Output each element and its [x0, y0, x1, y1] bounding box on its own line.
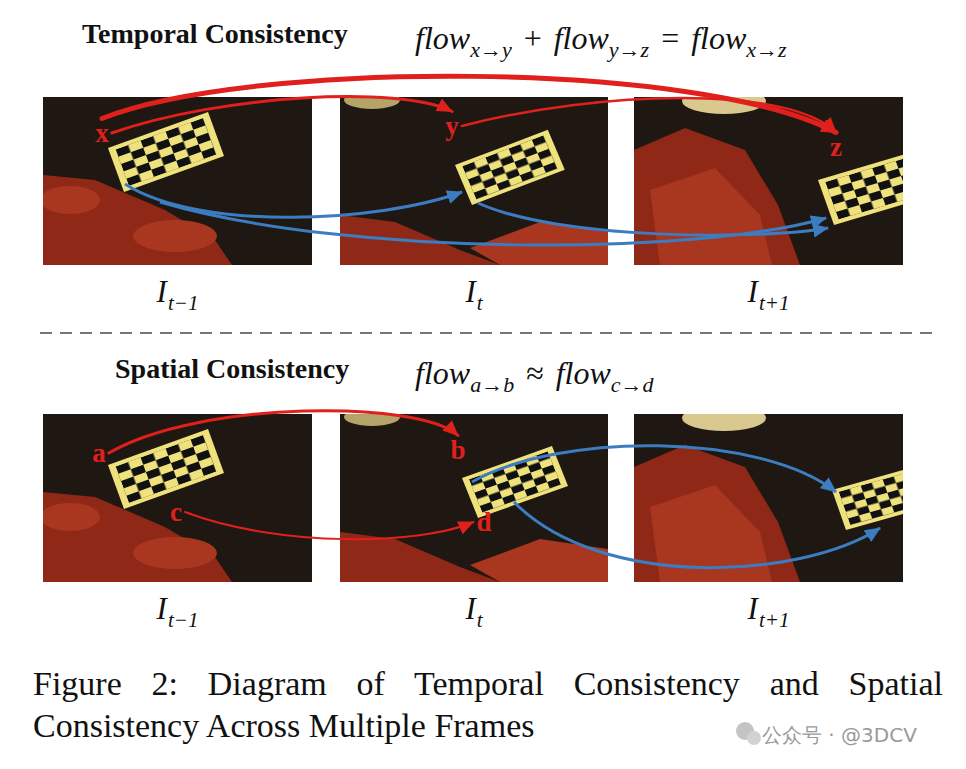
- frame-panel: It−1x: [43, 97, 312, 265]
- section-heading: Temporal Consistency: [82, 18, 348, 50]
- frame-photo: [43, 97, 312, 265]
- point-letter: x: [95, 118, 109, 148]
- frame-panel: Itbd: [340, 414, 608, 582]
- frame-photo: [43, 414, 312, 582]
- point-marker: d: [474, 509, 493, 536]
- formula: flowx→y+flowy→z=flowx→z: [415, 20, 787, 57]
- formula-operator: =: [661, 20, 679, 56]
- flow-arrow: [185, 512, 474, 539]
- flow-arrow: [102, 76, 836, 132]
- frame-label: It+1: [634, 591, 903, 627]
- point-letter: c: [170, 497, 182, 527]
- frame-index: t−1: [168, 291, 199, 315]
- flow-symbol: flow: [415, 20, 470, 56]
- frame-label: It: [340, 274, 608, 310]
- frame-symbol: I: [465, 591, 475, 626]
- formula-operator: ≈: [526, 355, 544, 391]
- frame-label: It−1: [43, 274, 312, 310]
- formula: flowa→b≈flowc→d: [415, 355, 654, 392]
- point-marker: b: [448, 437, 467, 464]
- frame-index: t+1: [759, 291, 790, 315]
- watermark-icon: [736, 722, 761, 745]
- frame-symbol: I: [465, 274, 475, 309]
- flow-subscript: c→d: [611, 372, 654, 397]
- checkerboard: [832, 465, 903, 530]
- flow-symbol: flow: [556, 355, 611, 391]
- point-marker: c: [168, 499, 184, 526]
- flow-symbol: flow: [554, 20, 609, 56]
- flow-arrow: [462, 98, 836, 133]
- point-marker: x: [93, 120, 111, 147]
- flow-subscript: y→z: [609, 37, 649, 62]
- flow-symbol: flow: [691, 20, 746, 56]
- checkerboard: [455, 130, 565, 205]
- frame-label: It+1: [634, 274, 903, 310]
- frame-symbol: I: [157, 274, 167, 309]
- frame-index: t−1: [168, 608, 199, 632]
- point-letter: b: [450, 435, 465, 465]
- figure-caption: Figure 2: Diagram of Temporal Consistenc…: [33, 663, 943, 747]
- frame-symbol: I: [748, 274, 758, 309]
- frame-label: It−1: [43, 591, 312, 627]
- checkerboard: [818, 152, 903, 225]
- formula-operator: +: [524, 20, 542, 56]
- point-letter: y: [445, 111, 459, 141]
- frame-panel: It+1z: [634, 97, 903, 265]
- frame-label: It: [340, 591, 608, 627]
- dashed-separator: [40, 332, 935, 334]
- frame-symbol: I: [748, 591, 758, 626]
- watermark: 公众号 · @3DCV: [762, 722, 917, 749]
- point-marker: y: [443, 113, 461, 140]
- frame-symbol: I: [157, 591, 167, 626]
- frame-index: t: [477, 291, 483, 315]
- section-heading: Spatial Consistency: [115, 353, 349, 385]
- frame-panel: It+1: [634, 414, 903, 582]
- flow-arrow: [109, 411, 458, 453]
- frame-photo: [634, 414, 903, 582]
- point-marker: a: [90, 440, 108, 467]
- point-letter: z: [830, 132, 842, 162]
- frame-panel: It−1ac: [43, 414, 312, 582]
- point-marker: z: [828, 134, 844, 161]
- flow-subscript: x→y: [470, 37, 512, 62]
- point-letter: d: [476, 507, 491, 537]
- frame-panel: Ity: [340, 97, 608, 265]
- checkerboard: [108, 112, 224, 192]
- frame-photo: [340, 414, 608, 582]
- flow-symbol: flow: [415, 355, 470, 391]
- point-letter: a: [92, 438, 106, 468]
- checkerboard: [108, 429, 224, 509]
- flow-subscript: a→b: [470, 372, 514, 397]
- flow-subscript: x→z: [746, 37, 786, 62]
- frame-index: t: [477, 608, 483, 632]
- frame-index: t+1: [759, 608, 790, 632]
